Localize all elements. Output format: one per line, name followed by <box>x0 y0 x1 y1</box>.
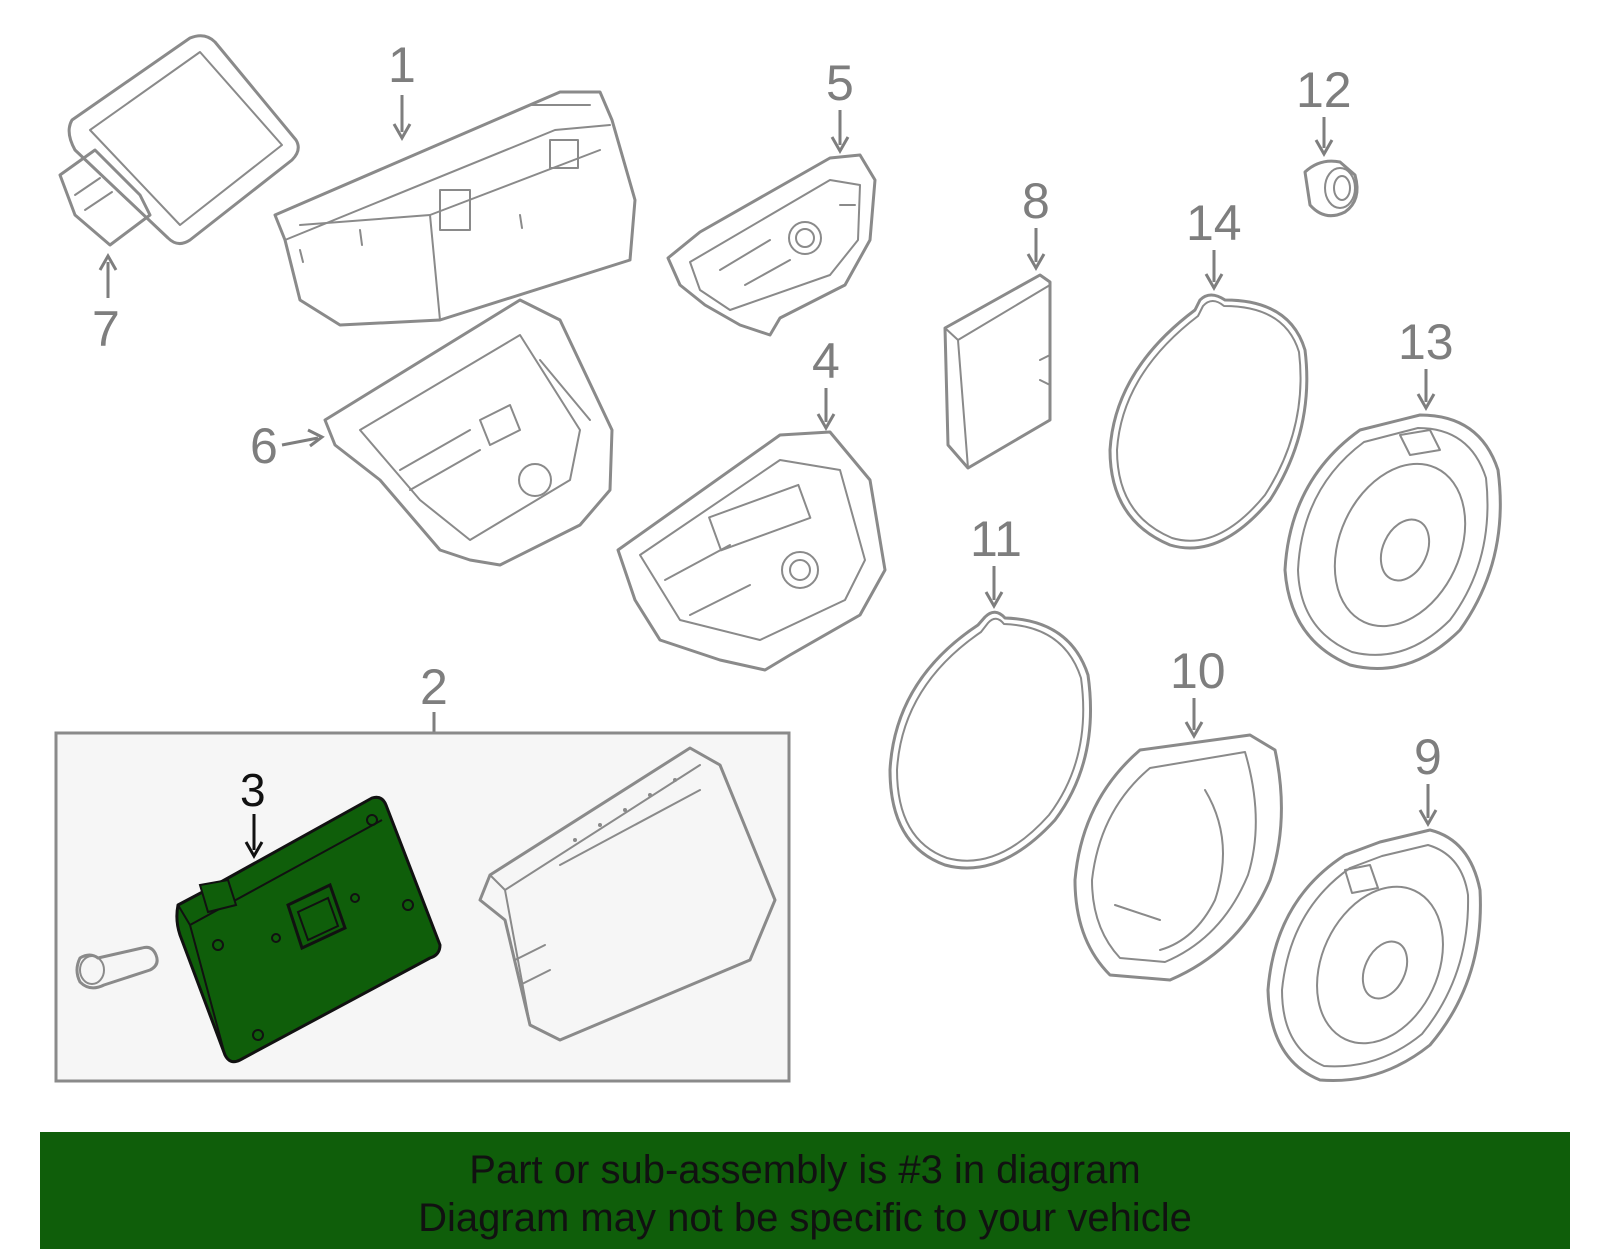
callout-3: 3 <box>240 764 266 860</box>
part-6-bezel[interactable] <box>323 298 614 567</box>
part-9-speaker[interactable] <box>1266 828 1482 1083</box>
svg-text:1: 1 <box>388 37 416 93</box>
part-11-gasket[interactable] <box>888 610 1093 870</box>
callout-6: 6 <box>250 418 325 474</box>
part-2-display-unit[interactable] <box>478 746 777 1042</box>
svg-text:10: 10 <box>1170 643 1226 699</box>
part-14-gasket[interactable] <box>1108 293 1309 550</box>
svg-text:5: 5 <box>826 55 854 111</box>
callout-7: 7 <box>92 252 120 357</box>
part-12-tweeter[interactable] <box>1303 159 1359 218</box>
svg-text:4: 4 <box>812 333 840 389</box>
callout-5: 5 <box>826 55 854 155</box>
callout-10: 10 <box>1170 643 1226 740</box>
callout-11: 11 <box>970 511 1022 610</box>
bolt[interactable] <box>75 945 159 990</box>
info-banner: Part or sub-assembly is #3 in diagram Di… <box>40 1132 1570 1249</box>
svg-text:2: 2 <box>420 659 448 715</box>
svg-text:12: 12 <box>1296 62 1352 118</box>
callout-12: 12 <box>1296 62 1352 158</box>
svg-text:9: 9 <box>1414 729 1442 785</box>
part-10-adapter-ring[interactable] <box>1073 733 1283 982</box>
callout-14: 14 <box>1186 195 1242 292</box>
svg-text:3: 3 <box>240 764 266 816</box>
svg-text:7: 7 <box>92 301 120 357</box>
banner-line-1: Part or sub-assembly is #3 in diagram <box>469 1148 1141 1192</box>
callout-13: 13 <box>1398 314 1454 412</box>
part-7-module[interactable] <box>58 34 300 247</box>
callout-2: 2 <box>420 659 448 733</box>
callout-1: 1 <box>388 37 416 142</box>
svg-text:8: 8 <box>1022 173 1050 229</box>
part-1-radio-chassis[interactable] <box>273 90 637 327</box>
svg-text:6: 6 <box>250 418 278 474</box>
part-5-control-panel[interactable] <box>666 153 877 337</box>
callout-4: 4 <box>812 333 840 432</box>
part-8-card[interactable] <box>943 273 1052 470</box>
part-3-module-highlighted[interactable] <box>175 795 442 1064</box>
callout-8: 8 <box>1022 173 1050 272</box>
svg-text:13: 13 <box>1398 314 1454 370</box>
banner-line-2: Diagram may not be specific to your vehi… <box>418 1196 1192 1240</box>
svg-text:14: 14 <box>1186 195 1242 251</box>
part-4-bezel[interactable] <box>616 430 887 672</box>
callout-9: 9 <box>1414 729 1442 828</box>
part-13-speaker[interactable] <box>1283 413 1502 670</box>
svg-text:11: 11 <box>970 511 1022 567</box>
